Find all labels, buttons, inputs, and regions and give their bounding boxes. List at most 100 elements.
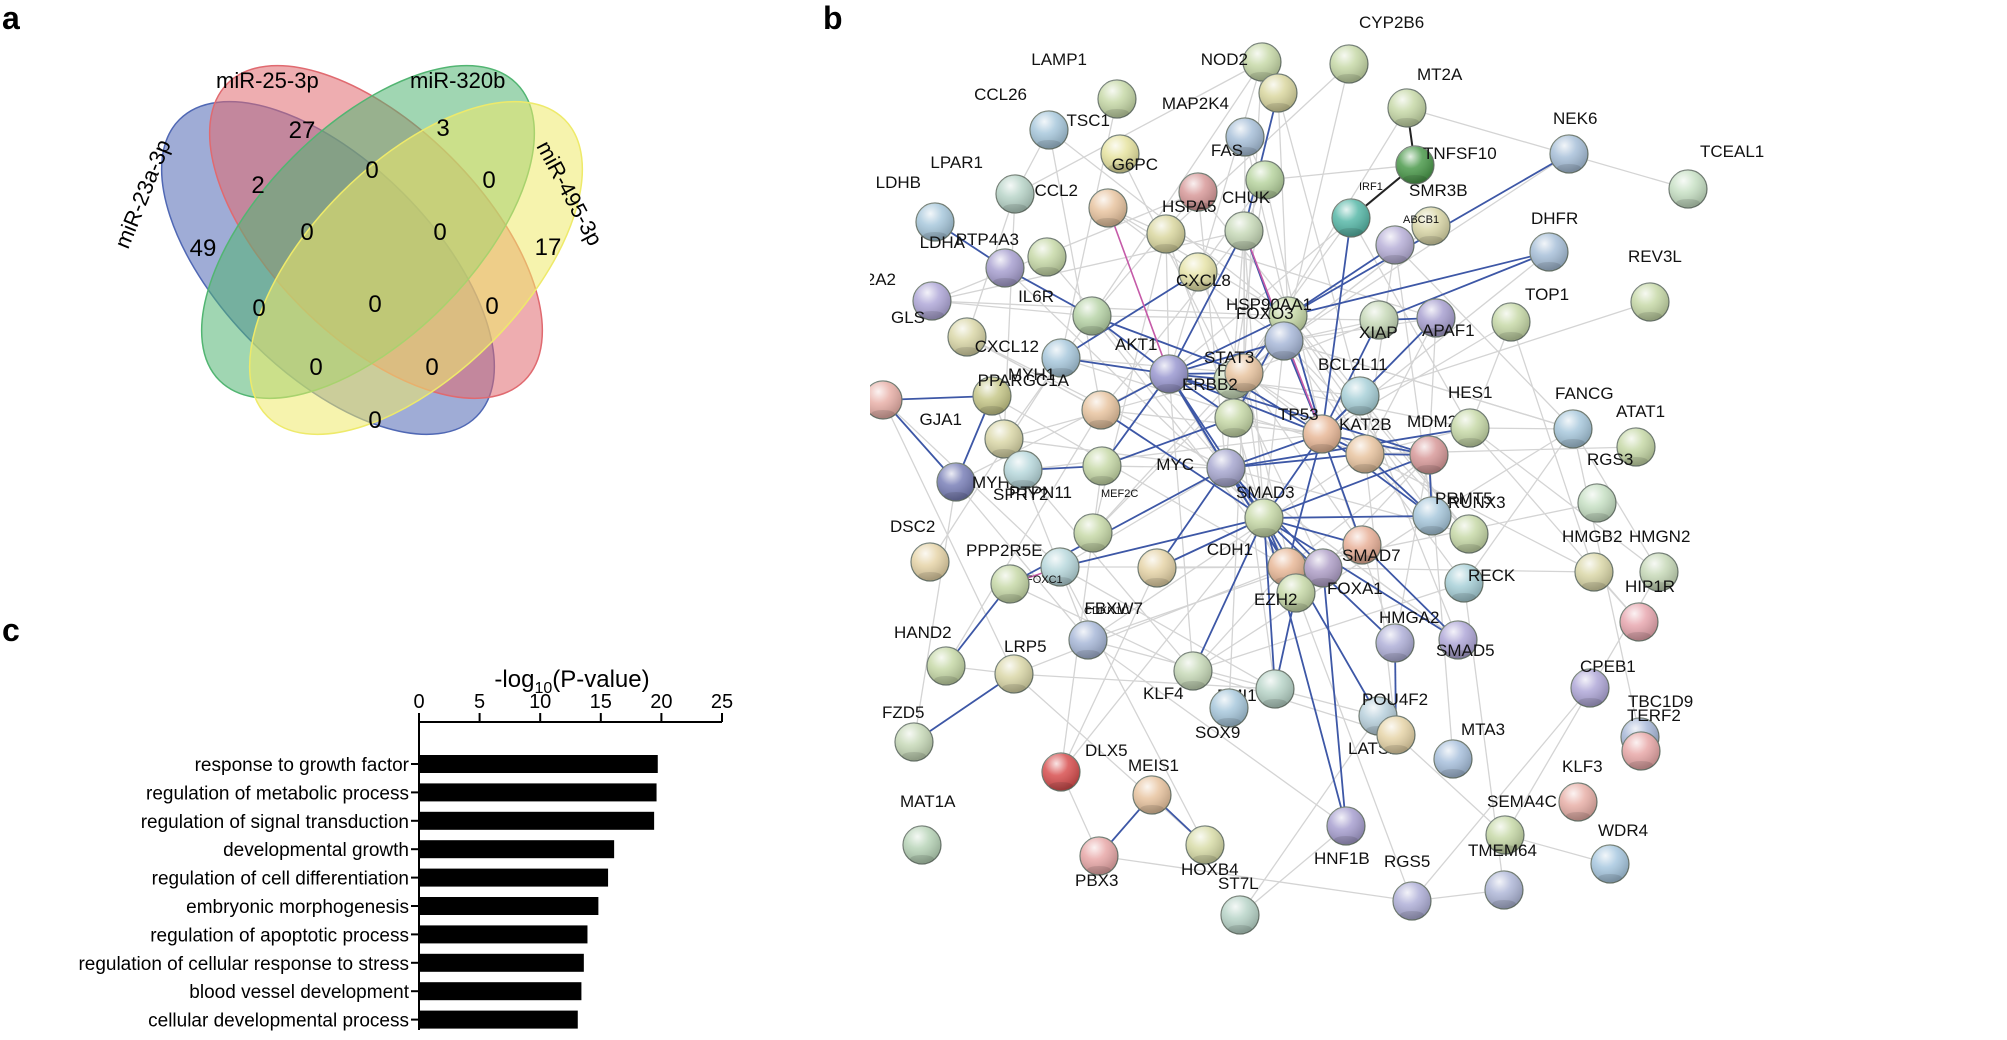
- network-node[interactable]: SMAD7: [1342, 525, 1401, 565]
- network-node[interactable]: SPRY2: [993, 450, 1048, 504]
- network-node[interactable]: KLF4: [1143, 651, 1213, 703]
- network-node[interactable]: TSC1: [1067, 111, 1140, 174]
- network-node[interactable]: HMGB2: [1562, 527, 1622, 592]
- network-node[interactable]: MYC: [1156, 448, 1246, 488]
- network-node[interactable]: DLX5: [1041, 741, 1128, 792]
- network-node[interactable]: RGS5: [1384, 852, 1432, 921]
- network-node[interactable]: GJA1: [919, 410, 1024, 459]
- network-node[interactable]: ABCB1: [1375, 214, 1439, 265]
- network-node[interactable]: TMEM64: [1468, 841, 1537, 910]
- network-node[interactable]: TOP1: [1491, 285, 1569, 342]
- network-node[interactable]: LRP5: [994, 637, 1047, 694]
- network-node[interactable]: HES1: [1448, 383, 1492, 448]
- network-node[interactable]: NOD2: [1201, 50, 1298, 113]
- network-edge: [1469, 427, 1660, 573]
- network-node[interactable]: PPP2R5E: [966, 541, 1043, 604]
- network-node[interactable]: MAT1A: [900, 792, 956, 865]
- network-node[interactable]: REV3L: [1628, 247, 1682, 322]
- network-node[interactable]: APAF1: [1416, 298, 1475, 340]
- node-label: PTP4A3: [956, 230, 1019, 249]
- network-node[interactable]: CPEB1: [1570, 657, 1636, 708]
- network-node[interactable]: EZH2: [1254, 573, 1316, 613]
- network-node[interactable]: FOXA1: [1303, 548, 1383, 598]
- network-node[interactable]: FOXC1: [1026, 547, 1080, 587]
- network-node[interactable]: CDKN1C: [1068, 605, 1129, 660]
- network-node[interactable]: XIAP: [1359, 300, 1399, 342]
- network-node[interactable]: IRF1: [1331, 181, 1383, 238]
- network-node[interactable]: FZD5: [882, 703, 934, 762]
- network-node[interactable]: RGS3: [1577, 450, 1633, 523]
- node-label: EZH2: [1254, 590, 1297, 609]
- network-node[interactable]: LDHB: [876, 173, 955, 242]
- network-node[interactable]: CXCL12: [975, 337, 1081, 378]
- network-node[interactable]: HMGN2: [1629, 527, 1690, 592]
- network-node[interactable]: RUNX3: [1412, 493, 1506, 536]
- network-node[interactable]: STAT3: [1204, 348, 1264, 393]
- network-node[interactable]: TERF2: [1621, 706, 1681, 771]
- network-node[interactable]: FAS: [1211, 141, 1285, 200]
- network-node[interactable]: KAT2B: [1339, 415, 1392, 474]
- panel-label-b: b: [823, 0, 843, 36]
- network-node[interactable]: CHUK: [1222, 188, 1271, 251]
- network-node[interactable]: MYH1: [972, 365, 1055, 416]
- network-node[interactable]: MT2A: [1387, 65, 1463, 128]
- network-node[interactable]: G6PC: [1112, 155, 1218, 212]
- network-node[interactable]: LPAR1: [930, 153, 1035, 214]
- node-highlight: [1571, 669, 1609, 707]
- network-node[interactable]: HMGA2: [1375, 608, 1439, 663]
- network-node[interactable]: CYP2B6: [1329, 13, 1424, 84]
- node-label: RGS3: [1587, 450, 1633, 469]
- network-node[interactable]: HNF1B: [1314, 806, 1370, 868]
- network-node[interactable]: CCL2: [1035, 181, 1128, 228]
- network-node[interactable]: RECK: [1444, 563, 1516, 603]
- network-edge: [1232, 179, 1266, 381]
- network-node[interactable]: SMAD5: [1436, 620, 1495, 660]
- network-node[interactable]: LDHA: [920, 233, 1025, 288]
- network-node[interactable]: TP53: [1278, 405, 1342, 454]
- network-node[interactable]: GLS: [891, 308, 987, 357]
- network-node[interactable]: WDR4: [1590, 821, 1648, 884]
- network-node[interactable]: MDM2: [1407, 412, 1457, 475]
- node-label: MAT1A: [900, 792, 956, 811]
- network-node[interactable]: HIP1R: [1619, 577, 1675, 642]
- network-node[interactable]: HOXB4: [1181, 825, 1239, 879]
- network-node[interactable]: LAMP1: [1031, 50, 1137, 119]
- network-node[interactable]: ATAT1: [1616, 402, 1665, 467]
- network-node[interactable]: PTPN11: [1009, 446, 1122, 502]
- network-node[interactable]: MAP2K4: [1162, 94, 1265, 157]
- network-node[interactable]: TCEAL1: [1668, 142, 1764, 209]
- network-node[interactable]: SOX9: [1195, 688, 1249, 742]
- network-node[interactable]: ERBB2: [1182, 375, 1254, 438]
- network-node[interactable]: KLF3: [1558, 757, 1603, 822]
- network-node[interactable]: SMR3B: [1409, 181, 1468, 246]
- network-node[interactable]: CXCL8: [1176, 252, 1231, 292]
- network-node[interactable]: MEF2C: [1073, 488, 1138, 553]
- network-node[interactable]: ATP2A2: [870, 270, 952, 321]
- network-node[interactable]: TNFSF10: [1395, 144, 1497, 185]
- network-node[interactable]: PRMT5: [1435, 489, 1493, 554]
- network-node[interactable]: FBXW7: [1084, 548, 1177, 618]
- network-node[interactable]: AKT1: [1115, 335, 1189, 394]
- network-node[interactable]: BCL2L11: [1318, 355, 1388, 416]
- category-label: response to growth factor: [195, 755, 410, 776]
- network-node[interactable]: FANCG: [1553, 384, 1614, 449]
- network-node[interactable]: MTA3: [1433, 720, 1505, 779]
- network-node[interactable]: DSC2: [890, 517, 950, 582]
- network-node[interactable]: ST7L: [1218, 874, 1260, 935]
- network-node[interactable]: IL6R: [1018, 287, 1112, 336]
- network-node[interactable]: ATP7A: [1222, 0, 1282, 82]
- network-node[interactable]: HSPA5: [1146, 197, 1217, 254]
- network-node[interactable]: SMAD3: [1236, 483, 1295, 538]
- network-node[interactable]: DHFR: [1529, 209, 1578, 272]
- network-node[interactable]: POU4F2: [1362, 690, 1428, 755]
- network-node[interactable]: PPARGC1A: [978, 371, 1121, 430]
- network-node[interactable]: FOXO3: [1236, 304, 1304, 361]
- network-node[interactable]: PTP4A3: [956, 230, 1067, 277]
- network-node[interactable]: CCL26: [974, 85, 1069, 150]
- network-node[interactable]: HAND2: [894, 623, 966, 686]
- network-node[interactable]: NEK6: [1549, 109, 1597, 174]
- network-node[interactable]: MEIS1: [1128, 756, 1179, 815]
- network-node[interactable]: MYH4: [870, 349, 903, 420]
- network-node[interactable]: SEMA4C: [1485, 792, 1557, 855]
- network-node[interactable]: PBX3: [1075, 836, 1119, 890]
